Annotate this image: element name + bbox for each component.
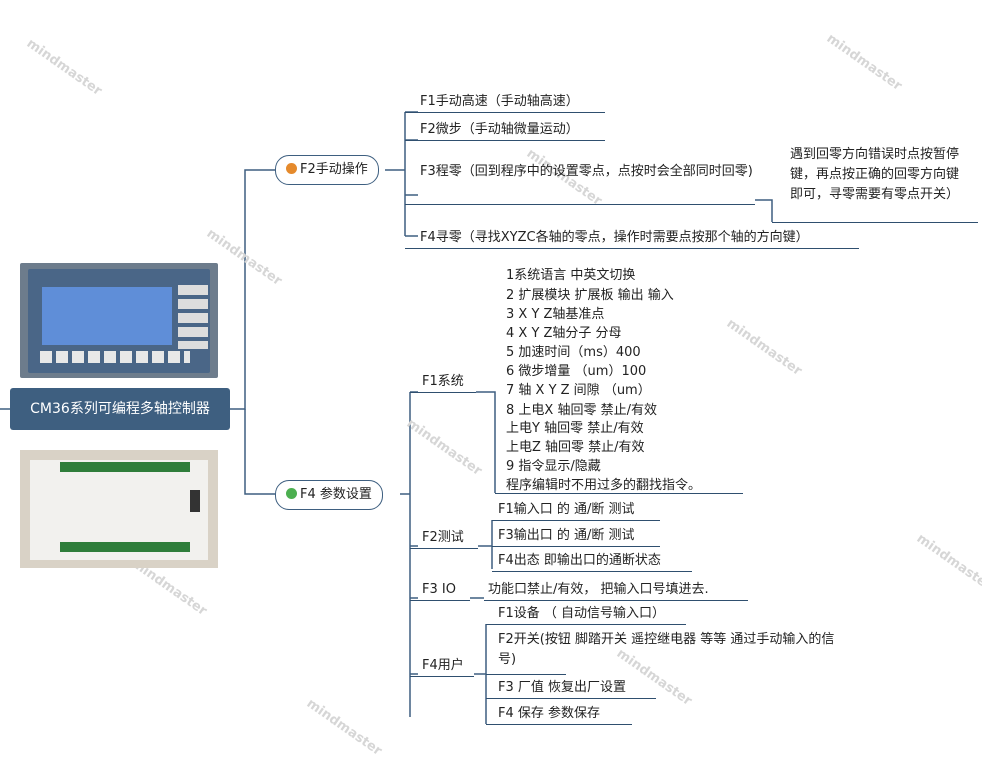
subtopic-manual-f3-note[interactable]: 遇到回零方向错误时点按暂停键，再点按正确的回零方向键即可，寻零需要有零点开关） xyxy=(790,147,960,202)
subtopic-manual-f2[interactable]: F2微步（手动轴微量运动） xyxy=(420,122,579,137)
system-line: 上电Y 轴回零 禁止/有效 xyxy=(506,421,644,436)
topic-label: F4 参数设置 xyxy=(300,487,372,502)
topic-manual-operation[interactable]: F2手动操作 xyxy=(275,155,379,185)
subtopic-manual-f3[interactable]: F3程零（回到程序中的设置零点，点按时会全部同时回零) xyxy=(420,164,753,179)
priority-dot-icon xyxy=(286,488,297,499)
system-line: 7 轴 X Y Z 间隙 （um） xyxy=(506,383,651,398)
param-group-test[interactable]: F2测试 xyxy=(422,530,464,545)
test-item[interactable]: F1输入口 的 通/断 测试 xyxy=(498,502,635,517)
system-line: 6 微步增量 （um）100 xyxy=(506,364,647,379)
param-group-system[interactable]: F1系统 xyxy=(422,374,464,389)
system-line: 上电Z 轴回零 禁止/有效 xyxy=(506,440,645,455)
controller-front-photo xyxy=(20,263,218,378)
param-group-user[interactable]: F4用户 xyxy=(422,658,464,673)
system-line: 3 X Y Z轴基准点 xyxy=(506,307,605,322)
user-item[interactable]: F4 保存 参数保存 xyxy=(498,706,601,721)
system-line: 4 X Y Z轴分子 分母 xyxy=(506,326,622,341)
subtopic-manual-f1[interactable]: F1手动高速（手动轴高速） xyxy=(420,94,579,109)
test-item[interactable]: F4出态 即输出口的通断状态 xyxy=(498,553,661,568)
controller-board-photo xyxy=(20,450,218,568)
topic-parameter-settings[interactable]: F4 参数设置 xyxy=(275,480,383,510)
system-line: 5 加速时间（ms）400 xyxy=(506,345,641,360)
root-topic[interactable]: CM36系列可编程多轴控制器 xyxy=(10,388,230,430)
topic-label: F2手动操作 xyxy=(300,162,368,177)
system-line: 2 扩展模块 扩展板 输出 输入 xyxy=(506,288,674,303)
subtopic-manual-f4[interactable]: F4寻零（寻找XYZC各轴的零点，操作时需要点按那个轴的方向键） xyxy=(420,230,809,245)
priority-dot-icon xyxy=(286,163,297,174)
user-item[interactable]: F3 厂值 恢复出厂设置 xyxy=(498,680,627,695)
user-item[interactable]: F2开关(按钮 脚踏开关 遥控继电器 等等 通过手动输入的信号) xyxy=(498,632,835,667)
system-line: 程序编辑时不用过多的翻找指令。 xyxy=(506,478,702,493)
system-line: 9 指令显示/隐藏 xyxy=(506,459,601,474)
param-group-io[interactable]: F3 IO xyxy=(422,582,456,597)
test-item[interactable]: F3输出口 的 通/断 测试 xyxy=(498,528,635,543)
io-item[interactable]: 功能口禁止/有效， 把输入口号填进去. xyxy=(488,582,709,597)
user-item[interactable]: F1设备 （ 自动信号输入口） xyxy=(498,606,666,621)
system-line: 8 上电X 轴回零 禁止/有效 xyxy=(506,403,657,418)
system-line: 1系统语言 中英文切换 xyxy=(506,268,636,283)
